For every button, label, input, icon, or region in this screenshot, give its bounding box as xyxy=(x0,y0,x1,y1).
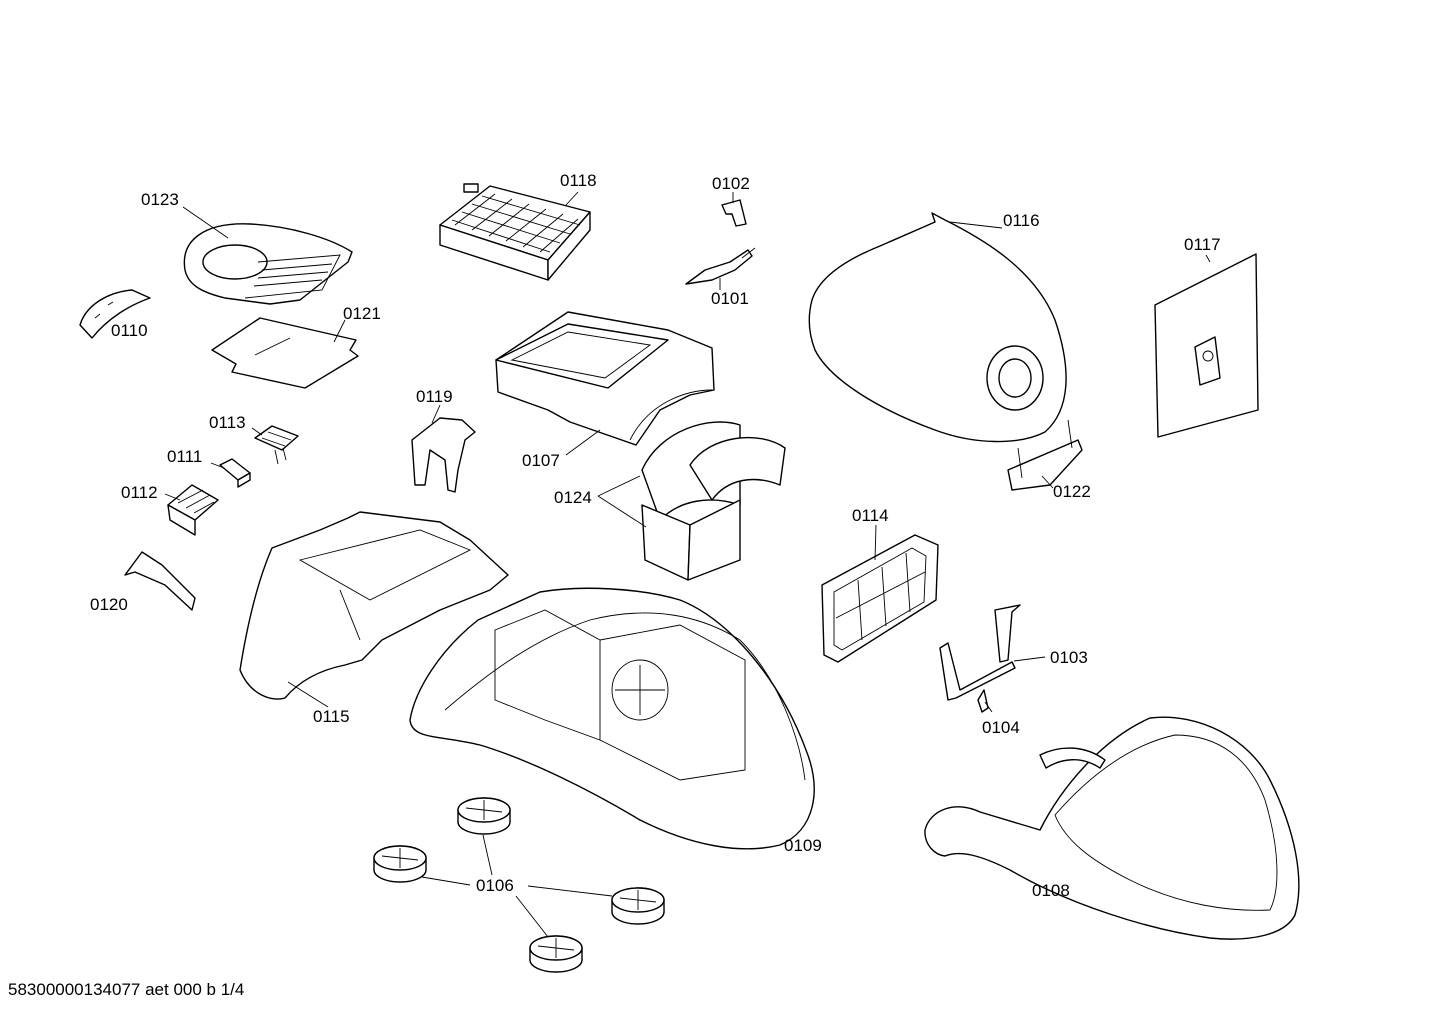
part-0116-drawing xyxy=(808,212,1067,443)
label-0107: 0107 xyxy=(522,451,560,470)
label-0121: 0121 xyxy=(343,304,381,323)
leader-lines xyxy=(164,191,1211,938)
part-0111-drawing xyxy=(219,458,251,488)
part-0107-drawing xyxy=(495,311,715,446)
part-0114-drawing xyxy=(821,534,939,663)
document-id: 58300000134077 aet 000 b 1/4 xyxy=(8,980,245,999)
part-0102-drawing xyxy=(721,199,747,227)
part-0104-drawing xyxy=(977,689,989,713)
part-0120-drawing xyxy=(124,551,196,611)
label-0102: 0102 xyxy=(712,174,750,193)
label-0124: 0124 xyxy=(554,488,592,507)
label-0115: 0115 xyxy=(313,707,350,726)
label-0106: 0106 xyxy=(476,876,514,895)
part-0121-drawing xyxy=(211,317,359,389)
label-0109: 0109 xyxy=(784,836,822,855)
part-0117-drawing xyxy=(1154,253,1259,438)
label-0103: 0103 xyxy=(1050,648,1088,667)
part-0113-drawing xyxy=(254,425,299,465)
part-labels: 0123 0118 0102 0116 0117 0110 0121 0101 … xyxy=(90,171,1221,900)
label-0112: 0112 xyxy=(121,483,158,502)
caster-3 xyxy=(611,887,665,925)
part-0101-drawing xyxy=(685,247,756,285)
label-0119: 0119 xyxy=(416,387,453,406)
caster-4 xyxy=(529,935,583,973)
part-0118-drawing xyxy=(439,183,591,281)
label-0122: 0122 xyxy=(1053,482,1091,501)
part-0123-drawing xyxy=(183,223,353,305)
part-0122-drawing xyxy=(1007,419,1083,491)
part-0112-drawing xyxy=(167,484,219,536)
part-0108-drawing xyxy=(924,716,1300,940)
label-0117: 0117 xyxy=(1184,235,1221,254)
label-0110: 0110 xyxy=(111,321,148,340)
label-0101: 0101 xyxy=(711,289,749,308)
part-0119-drawing xyxy=(411,417,476,493)
label-0114: 0114 xyxy=(852,506,889,525)
label-0123: 0123 xyxy=(141,190,179,209)
caster-2 xyxy=(373,845,427,883)
part-0124-drawing xyxy=(641,421,786,581)
label-0116: 0116 xyxy=(1003,211,1040,230)
label-0111: 0111 xyxy=(167,447,202,466)
label-0104: 0104 xyxy=(982,718,1020,737)
part-0115-drawing xyxy=(239,511,509,700)
label-0113: 0113 xyxy=(209,413,246,432)
part-0109-drawing xyxy=(409,587,815,850)
label-0120: 0120 xyxy=(90,595,128,614)
part-0103-drawing xyxy=(939,604,1021,701)
part-0110-drawing xyxy=(79,289,151,339)
caster-1 xyxy=(457,797,511,835)
label-0108: 0108 xyxy=(1032,881,1070,900)
label-0118: 0118 xyxy=(560,171,597,190)
part-0106-drawing xyxy=(373,797,665,973)
